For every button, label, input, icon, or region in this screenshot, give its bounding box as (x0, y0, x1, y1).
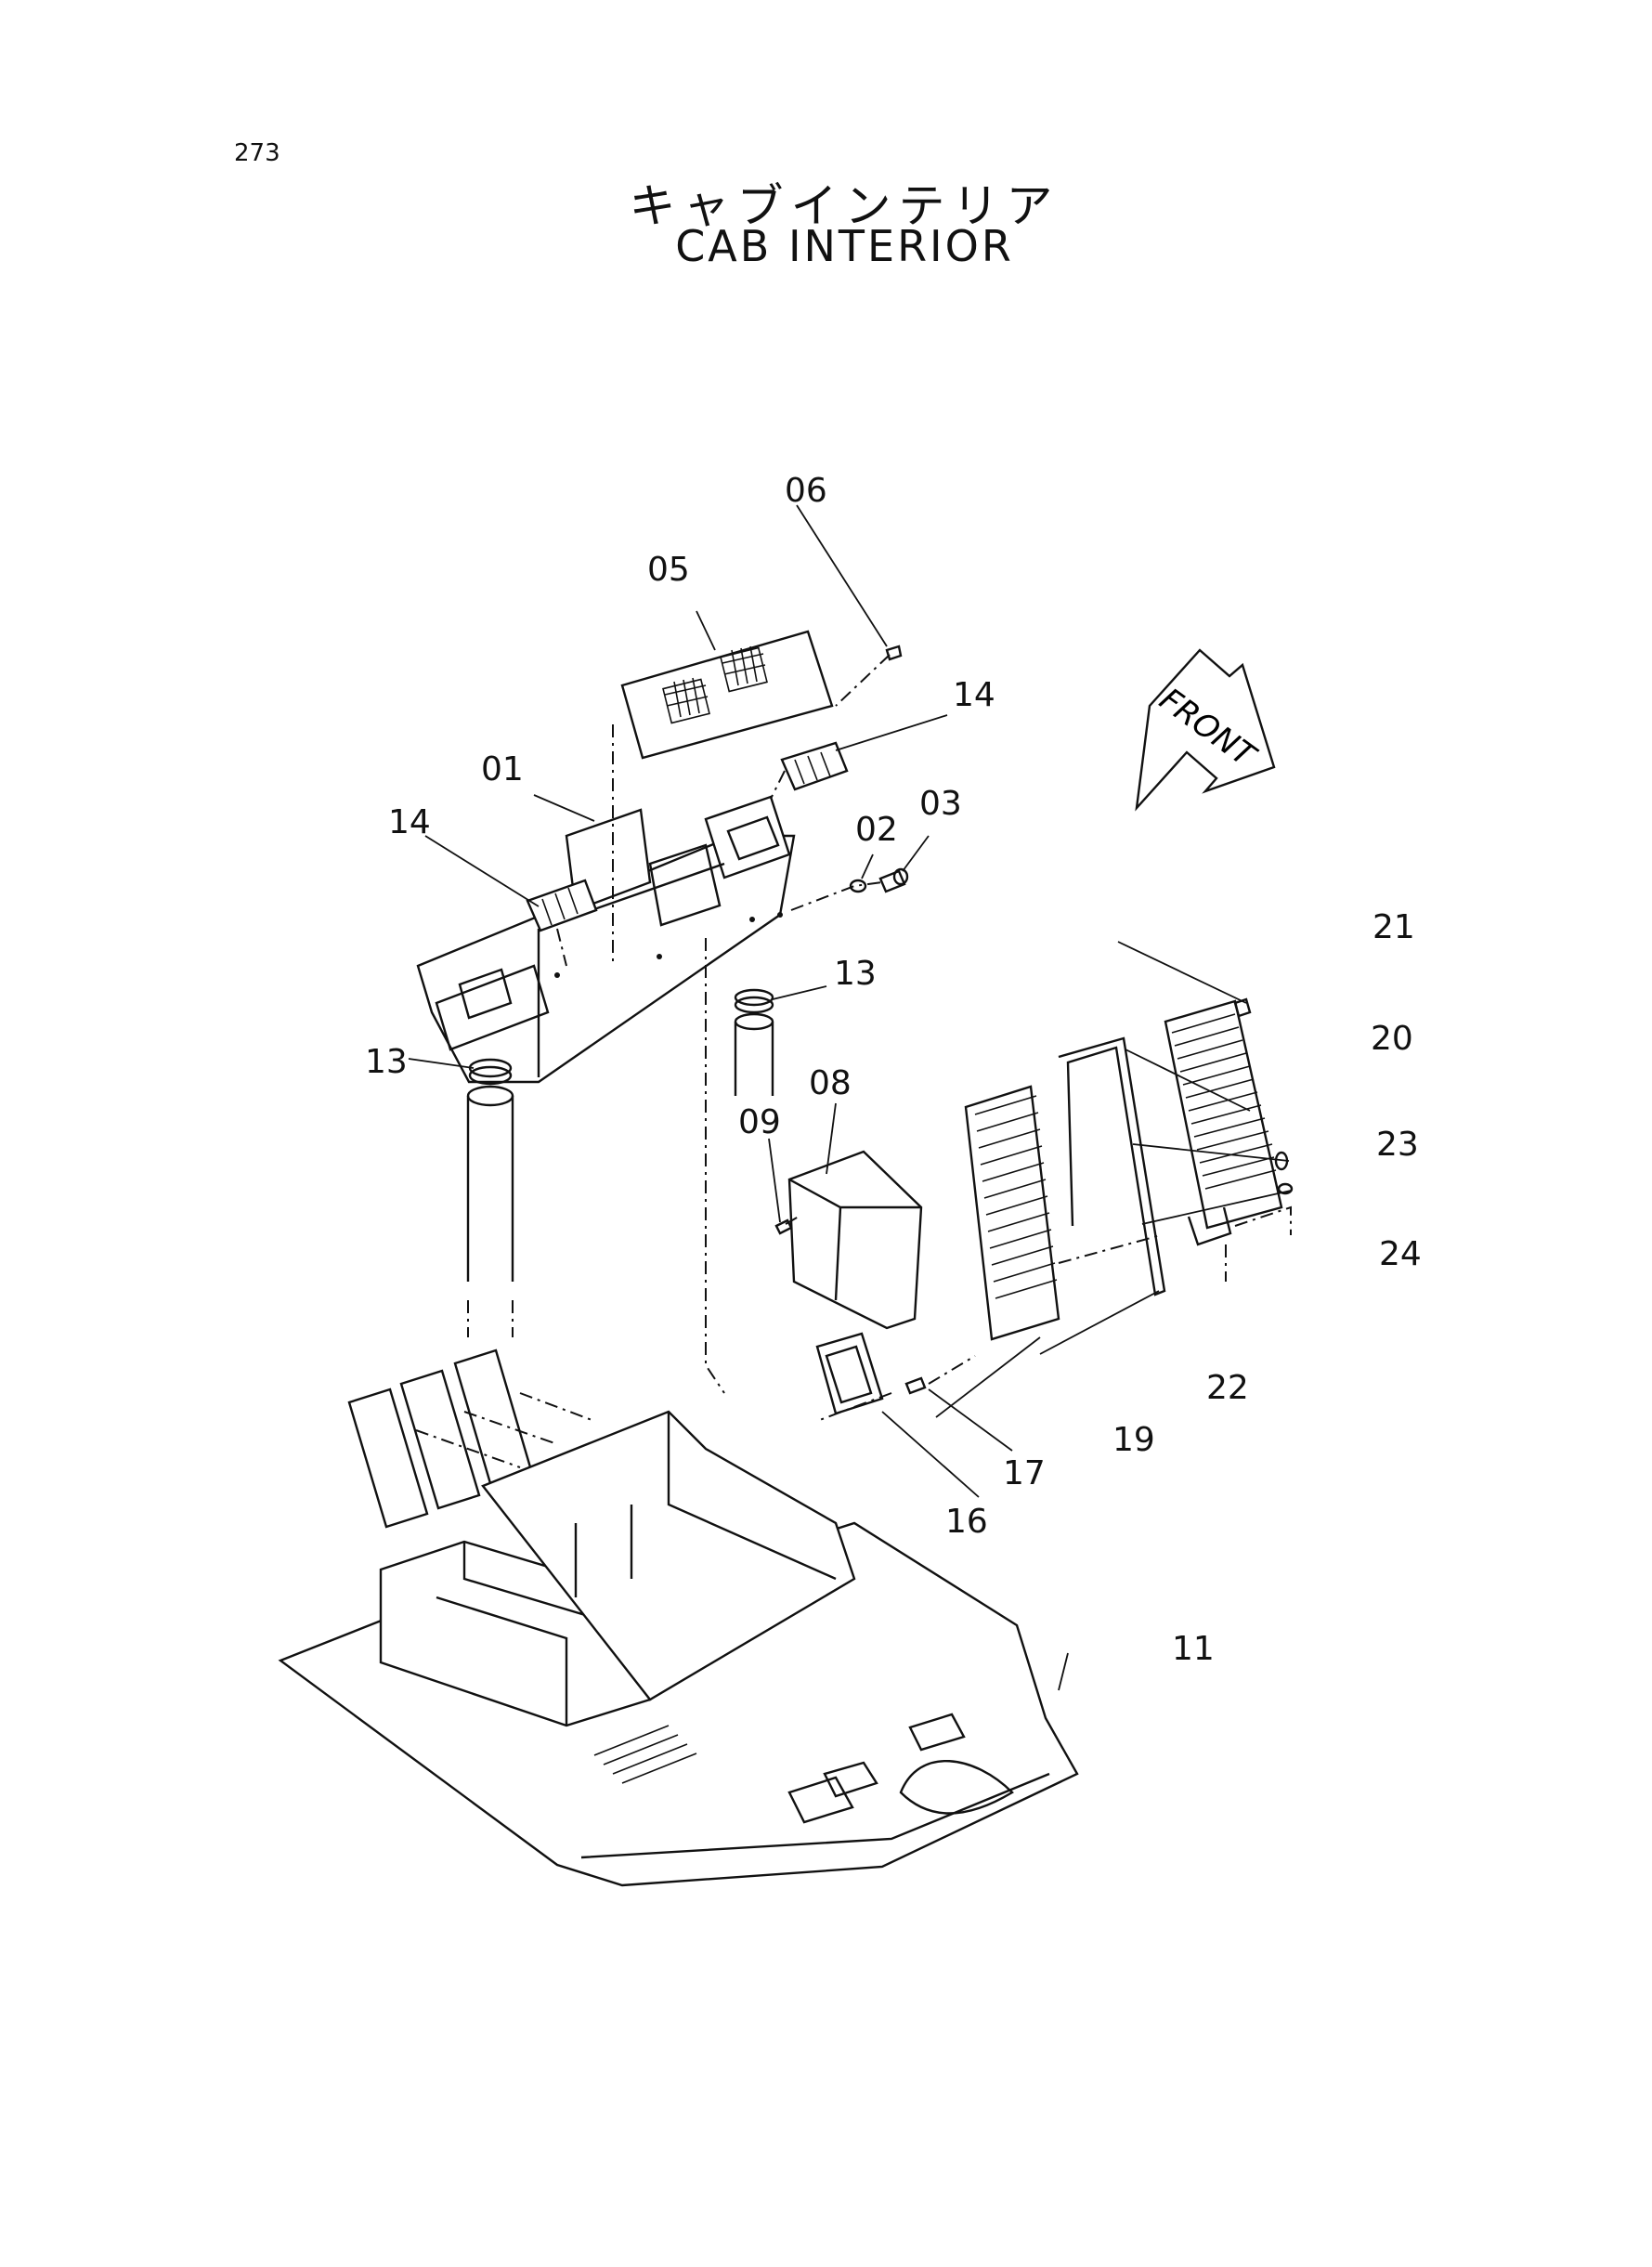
callout-02: 02 (855, 811, 898, 849)
page-number: 273 (234, 139, 280, 167)
callout-14-right: 14 (953, 676, 995, 714)
callout-16: 16 (945, 1503, 988, 1541)
pipe-right (734, 1012, 774, 1096)
filter-19 (964, 1085, 1060, 1341)
title-japanese: キャブインテリア (629, 179, 1060, 233)
grille-cover-20 (1164, 999, 1283, 1246)
panel-05 (620, 630, 834, 760)
vent-14-right (780, 741, 849, 791)
assembly-lines (415, 654, 1292, 1468)
callout-14-left: 14 (388, 803, 431, 841)
front-arrow-label: FRONT (1152, 681, 1263, 775)
front-arrow-icon: FRONT (1135, 648, 1276, 812)
callout-24: 24 (1379, 1235, 1422, 1273)
callout-21: 21 (1372, 908, 1415, 946)
callout-08: 08 (809, 1064, 852, 1102)
callout-19: 19 (1112, 1421, 1155, 1459)
duct-adaptor-16 (815, 1332, 884, 1415)
callout-23: 23 (1376, 1126, 1419, 1164)
title-english: CAB INTERIOR (675, 221, 1014, 271)
bolt-03 (878, 867, 909, 893)
callout-06: 06 (785, 472, 827, 510)
side-boxes (347, 1348, 535, 1529)
callout-17: 17 (1003, 1454, 1046, 1492)
panel-05-grid-left (662, 677, 710, 724)
screw-06 (885, 645, 903, 661)
floor-plate-11 (278, 1410, 1079, 1887)
callout-13-left: 13 (365, 1043, 408, 1081)
pipe-left (466, 1085, 514, 1282)
washer-24 (1277, 1182, 1294, 1195)
screw-09 (774, 1218, 793, 1235)
duct-box-08 (787, 1150, 923, 1330)
callout-05: 05 (647, 551, 690, 589)
leader-lines (408, 504, 1292, 1691)
washer-02 (849, 879, 867, 893)
gasket-22 (1058, 1036, 1166, 1296)
clamp-13-right (734, 988, 774, 1014)
vent-14-left (526, 879, 598, 932)
callout-11: 11 (1172, 1630, 1215, 1668)
callout-01: 01 (481, 750, 524, 788)
callout-09: 09 (738, 1103, 781, 1141)
screw-17 (904, 1376, 927, 1395)
console-01 (416, 795, 796, 1084)
panel-05-grid-right (720, 645, 768, 693)
callout-03: 03 (919, 785, 962, 823)
callout-20: 20 (1371, 1020, 1413, 1058)
callout-labels: 06 05 14 01 14 02 03 21 13 13 20 08 09 2… (365, 472, 1422, 1668)
callout-22: 22 (1206, 1369, 1249, 1407)
callout-13-right: 13 (834, 955, 877, 993)
